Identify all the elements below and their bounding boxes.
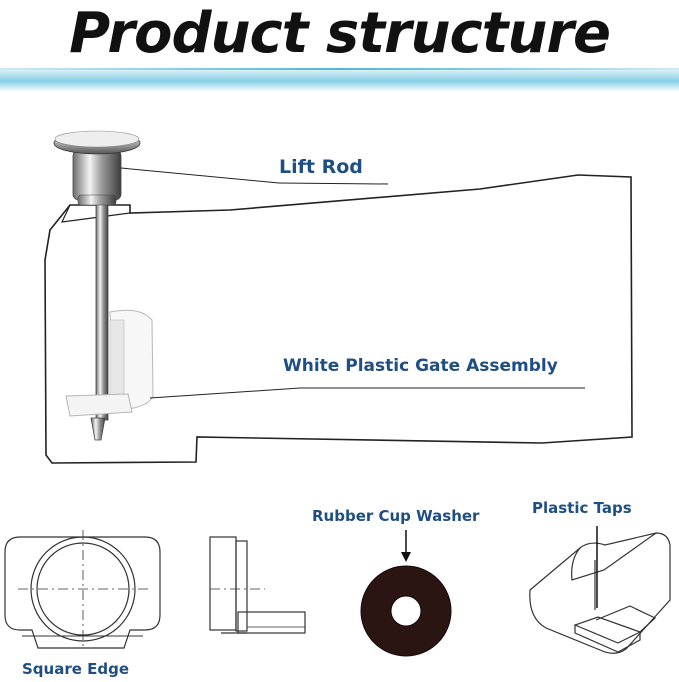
- gate-assembly-label: White Plastic Gate Assembly: [283, 356, 558, 376]
- plastic-gate-base: [65, 393, 133, 417]
- washer-arrow-head: [401, 552, 411, 562]
- rubber-cup-washer: [360, 565, 452, 657]
- square-edge-label: Square Edge: [22, 660, 130, 678]
- lift-rod-label: Lift Rod: [279, 156, 363, 178]
- lift-rod-collar: [72, 149, 122, 201]
- square-edge-side-view: [209, 536, 306, 634]
- title-underline-bar: [0, 68, 679, 92]
- page-title: Product structure: [69, 1, 611, 66]
- gate-leader: [149, 387, 301, 399]
- lift-rod-leader: [120, 167, 280, 184]
- housing-outline: [44, 174, 633, 464]
- lift-rod-shaft: [95, 189, 109, 421]
- square-edge-front-view: [4, 530, 161, 650]
- rubber-cup-washer-label: Rubber Cup Washer: [312, 507, 480, 525]
- lift-rod-tip: [90, 417, 106, 441]
- plastic-taps-label: Plastic Taps: [532, 499, 632, 517]
- plastic-tap: [529, 532, 671, 654]
